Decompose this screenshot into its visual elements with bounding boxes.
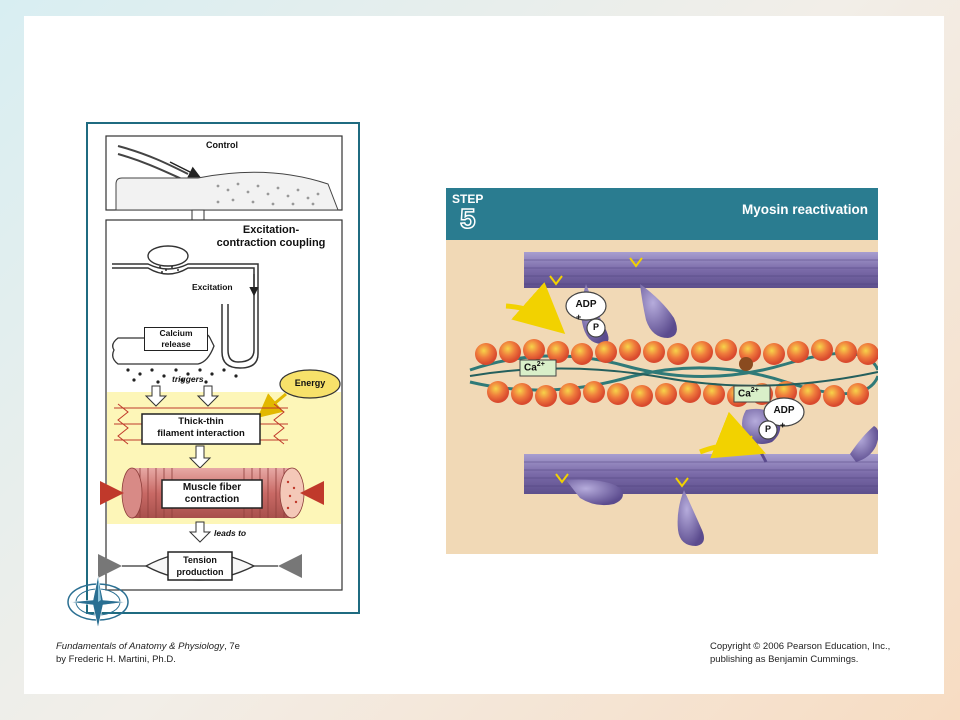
compass-logo <box>67 575 129 628</box>
p-label-top: P <box>592 322 599 332</box>
thick-thin-label: Thick-thin filament interaction <box>157 416 245 439</box>
right-figure: STEP 5 Myosin reactivation <box>446 188 878 554</box>
step-title: Myosin reactivation <box>741 202 868 217</box>
book-title: Fundamentals of Anatomy & Physiology <box>56 641 225 652</box>
plus-top: + <box>576 312 582 322</box>
left-figure-frame: Control Excitation- contraction coupling… <box>86 122 360 614</box>
step-number: 5 <box>459 203 476 235</box>
step-label: STEP <box>452 192 484 206</box>
citation-author: by Frederic H. Martini, Ph.D. <box>56 654 176 665</box>
ca-charge-right: 2+ <box>750 387 759 394</box>
step-header-bar <box>446 188 878 240</box>
adp-label-top: ADP <box>575 299 597 310</box>
citation-line1: Fundamentals of Anatomy & Physiology, 7e <box>56 640 240 653</box>
excitation-label: Excitation <box>192 282 233 292</box>
ca-text-left: Ca <box>524 362 537 374</box>
energy-label: Energy <box>294 378 326 388</box>
left-figure-graphics <box>98 135 343 591</box>
copyright-line2: publishing as Benjamin Cummings. <box>710 654 859 665</box>
copyright-line1: Copyright © 2006 Pearson Education, Inc.… <box>710 641 891 652</box>
tension-label: Tension production <box>176 555 224 577</box>
footer-citation: Fundamentals of Anatomy & Physiology, 7e… <box>56 640 240 666</box>
myosin-illustration <box>469 252 878 546</box>
ca-charge-left: 2+ <box>536 361 545 368</box>
triggers-label: triggers <box>172 374 204 384</box>
ca-label-left: Ca2+ <box>524 361 545 373</box>
ca-text-right: Ca <box>738 388 751 400</box>
ca-label-right: Ca2+ <box>738 387 759 399</box>
leads-to-label: leads to <box>214 528 247 538</box>
slide: Control Excitation- contraction coupling… <box>24 16 944 694</box>
control-label: Control <box>206 140 238 150</box>
adp-label-bottom: ADP <box>773 405 795 416</box>
muscle-fiber-label: Muscle fiber contraction <box>182 482 242 505</box>
footer-copyright: Copyright © 2006 Pearson Education, Inc.… <box>710 640 890 666</box>
plus-bottom: + <box>780 420 786 430</box>
p-label-bottom: P <box>764 424 771 434</box>
calcium-release-box: Calcium release <box>144 327 208 351</box>
book-edition: , 7e <box>224 641 240 652</box>
ec-coupling-label: Excitation- contraction coupling <box>216 224 326 249</box>
